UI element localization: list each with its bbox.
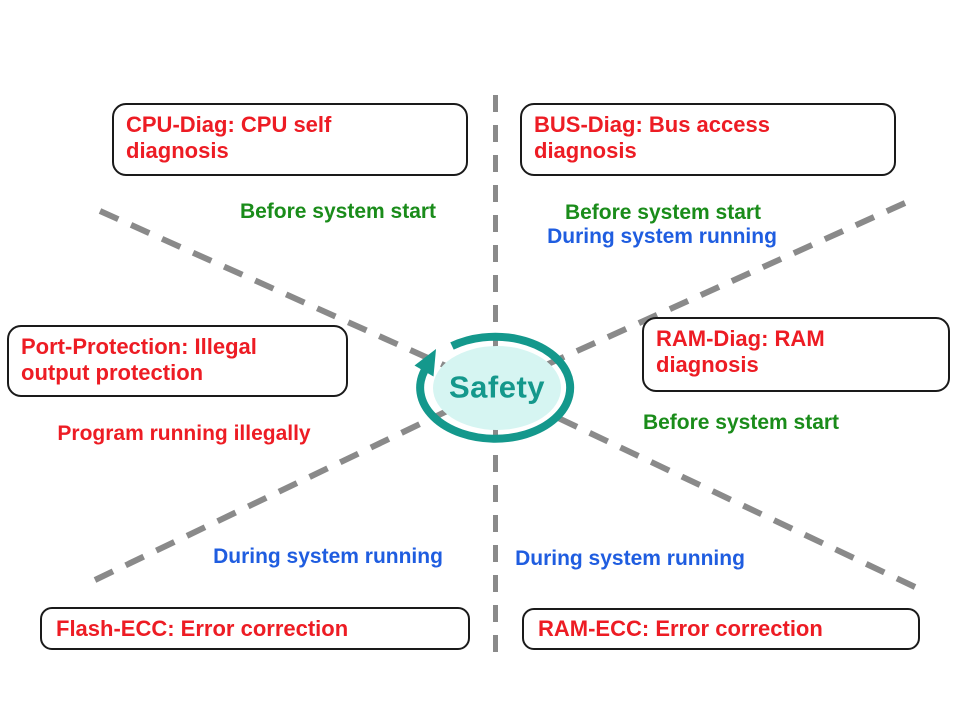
annotation-program-running-illegally: Program running illegally [57, 422, 311, 445]
box-ram-diag-label: RAM-Diag: RAM diagnosis [656, 326, 825, 377]
annotation-bus-before-system-start: Before system start [564, 201, 762, 224]
box-flash-ecc-label: Flash-ECC: Error correction [56, 615, 349, 641]
box-ram-diag: RAM-Diag: RAM diagnosis [642, 317, 950, 392]
diagonal-line-bottom-left [93, 385, 497, 583]
cycle-arrow-ring [416, 332, 575, 443]
annotation-flash-during-system-running: During system running [213, 545, 443, 568]
annotation-ram-before-system-start: Before system start [642, 411, 840, 434]
safety-label: Safety [448, 369, 546, 405]
diagonal-line-top-right [493, 200, 907, 391]
safety-ellipse-fill [433, 346, 561, 430]
cycle-arrow-head [414, 349, 436, 377]
cycle-arrow-icon [414, 332, 575, 443]
box-ram-ecc-label: RAM-ECC: Error correction [538, 616, 823, 641]
box-flash-ecc: Flash-ECC: Error correction [40, 607, 470, 650]
annotation-bus-during-system-running: During system running [547, 225, 777, 248]
box-cpu-diag-label: CPU-Diag: CPU self diagnosis [126, 112, 332, 163]
diagonal-line-top-left [98, 208, 497, 391]
box-port-protection-label: Port-Protection: Illegal output protecti… [21, 334, 257, 385]
box-bus-diag: BUS-Diag: Bus access diagnosis [520, 103, 896, 176]
box-port-protection: Port-Protection: Illegal output protecti… [7, 325, 348, 397]
annotation-ramecc-during-system-running: During system running [515, 547, 745, 570]
box-bus-diag-label: BUS-Diag: Bus access diagnosis [534, 112, 770, 163]
box-cpu-diag: CPU-Diag: CPU self diagnosis [112, 103, 468, 176]
annotation-cpu-before-system-start: Before system start [239, 200, 437, 223]
diagonal-line-bottom-right [493, 385, 917, 590]
box-ram-ecc: RAM-ECC: Error correction [522, 608, 920, 650]
